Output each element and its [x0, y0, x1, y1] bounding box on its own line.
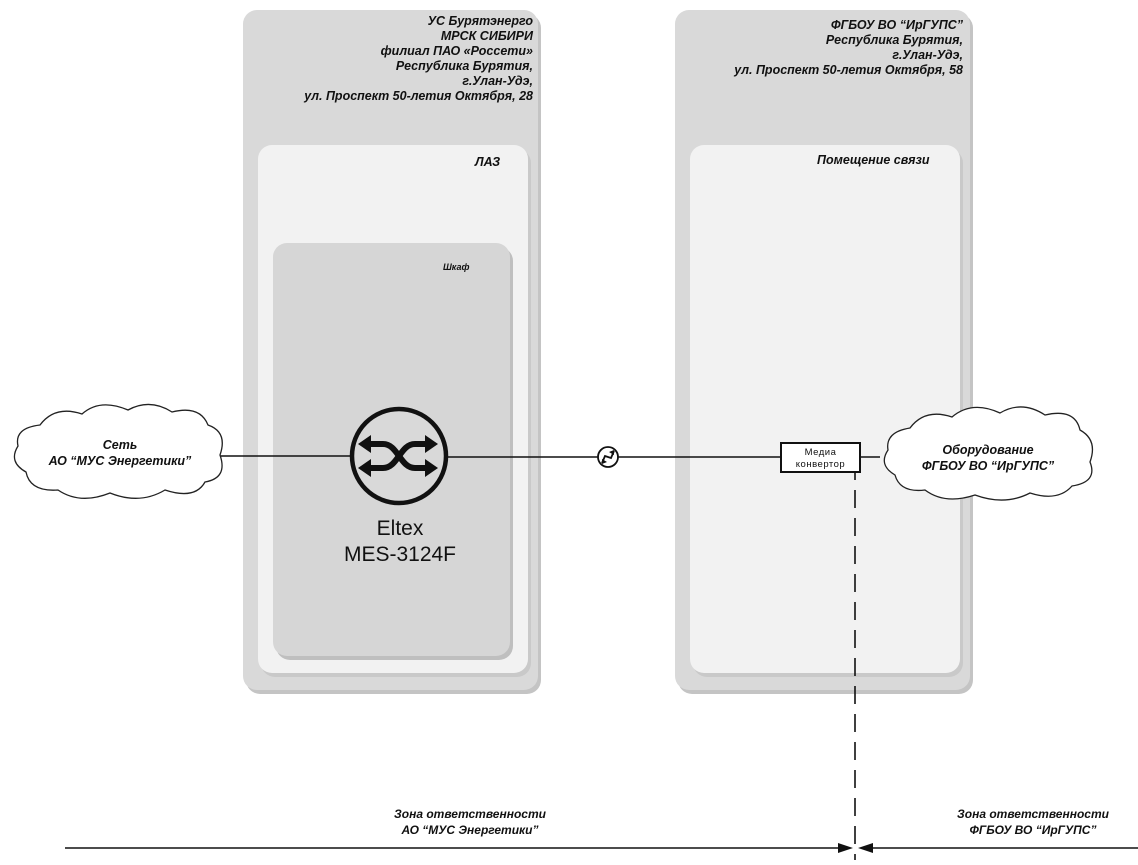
communication-room-label: Помещение связи	[817, 153, 930, 167]
zone-arrowhead-right	[858, 843, 873, 853]
communication-room-panel	[690, 145, 960, 673]
zone-arrowhead-left	[838, 843, 853, 853]
cabinet-label: Шкаф	[443, 262, 470, 272]
cloud-left-label: Сеть АО “МУС Энергетики”	[48, 438, 192, 468]
laz-room-label: ЛАЗ	[475, 155, 501, 169]
right-site-title: ФГБОУ ВО “ИрГУПС” Республика Бурятия, г.…	[734, 18, 963, 77]
zone-right-label: Зона ответственности ФГБОУ ВО “ИрГУПС”	[957, 807, 1109, 837]
zone-left-label: Зона ответственности АО “МУС Энергетики”	[394, 807, 546, 837]
left-site-title: УС Бурятэнерго МРСК СИБИРИ филиал ПАО «Р…	[304, 14, 533, 103]
cloud-right-label: Оборудование ФГБОУ ВО “ИрГУПС”	[921, 443, 1055, 473]
media-converter-box: Медиа конвертор	[780, 442, 861, 473]
switch-label: Eltex MES-3124F	[343, 517, 457, 566]
